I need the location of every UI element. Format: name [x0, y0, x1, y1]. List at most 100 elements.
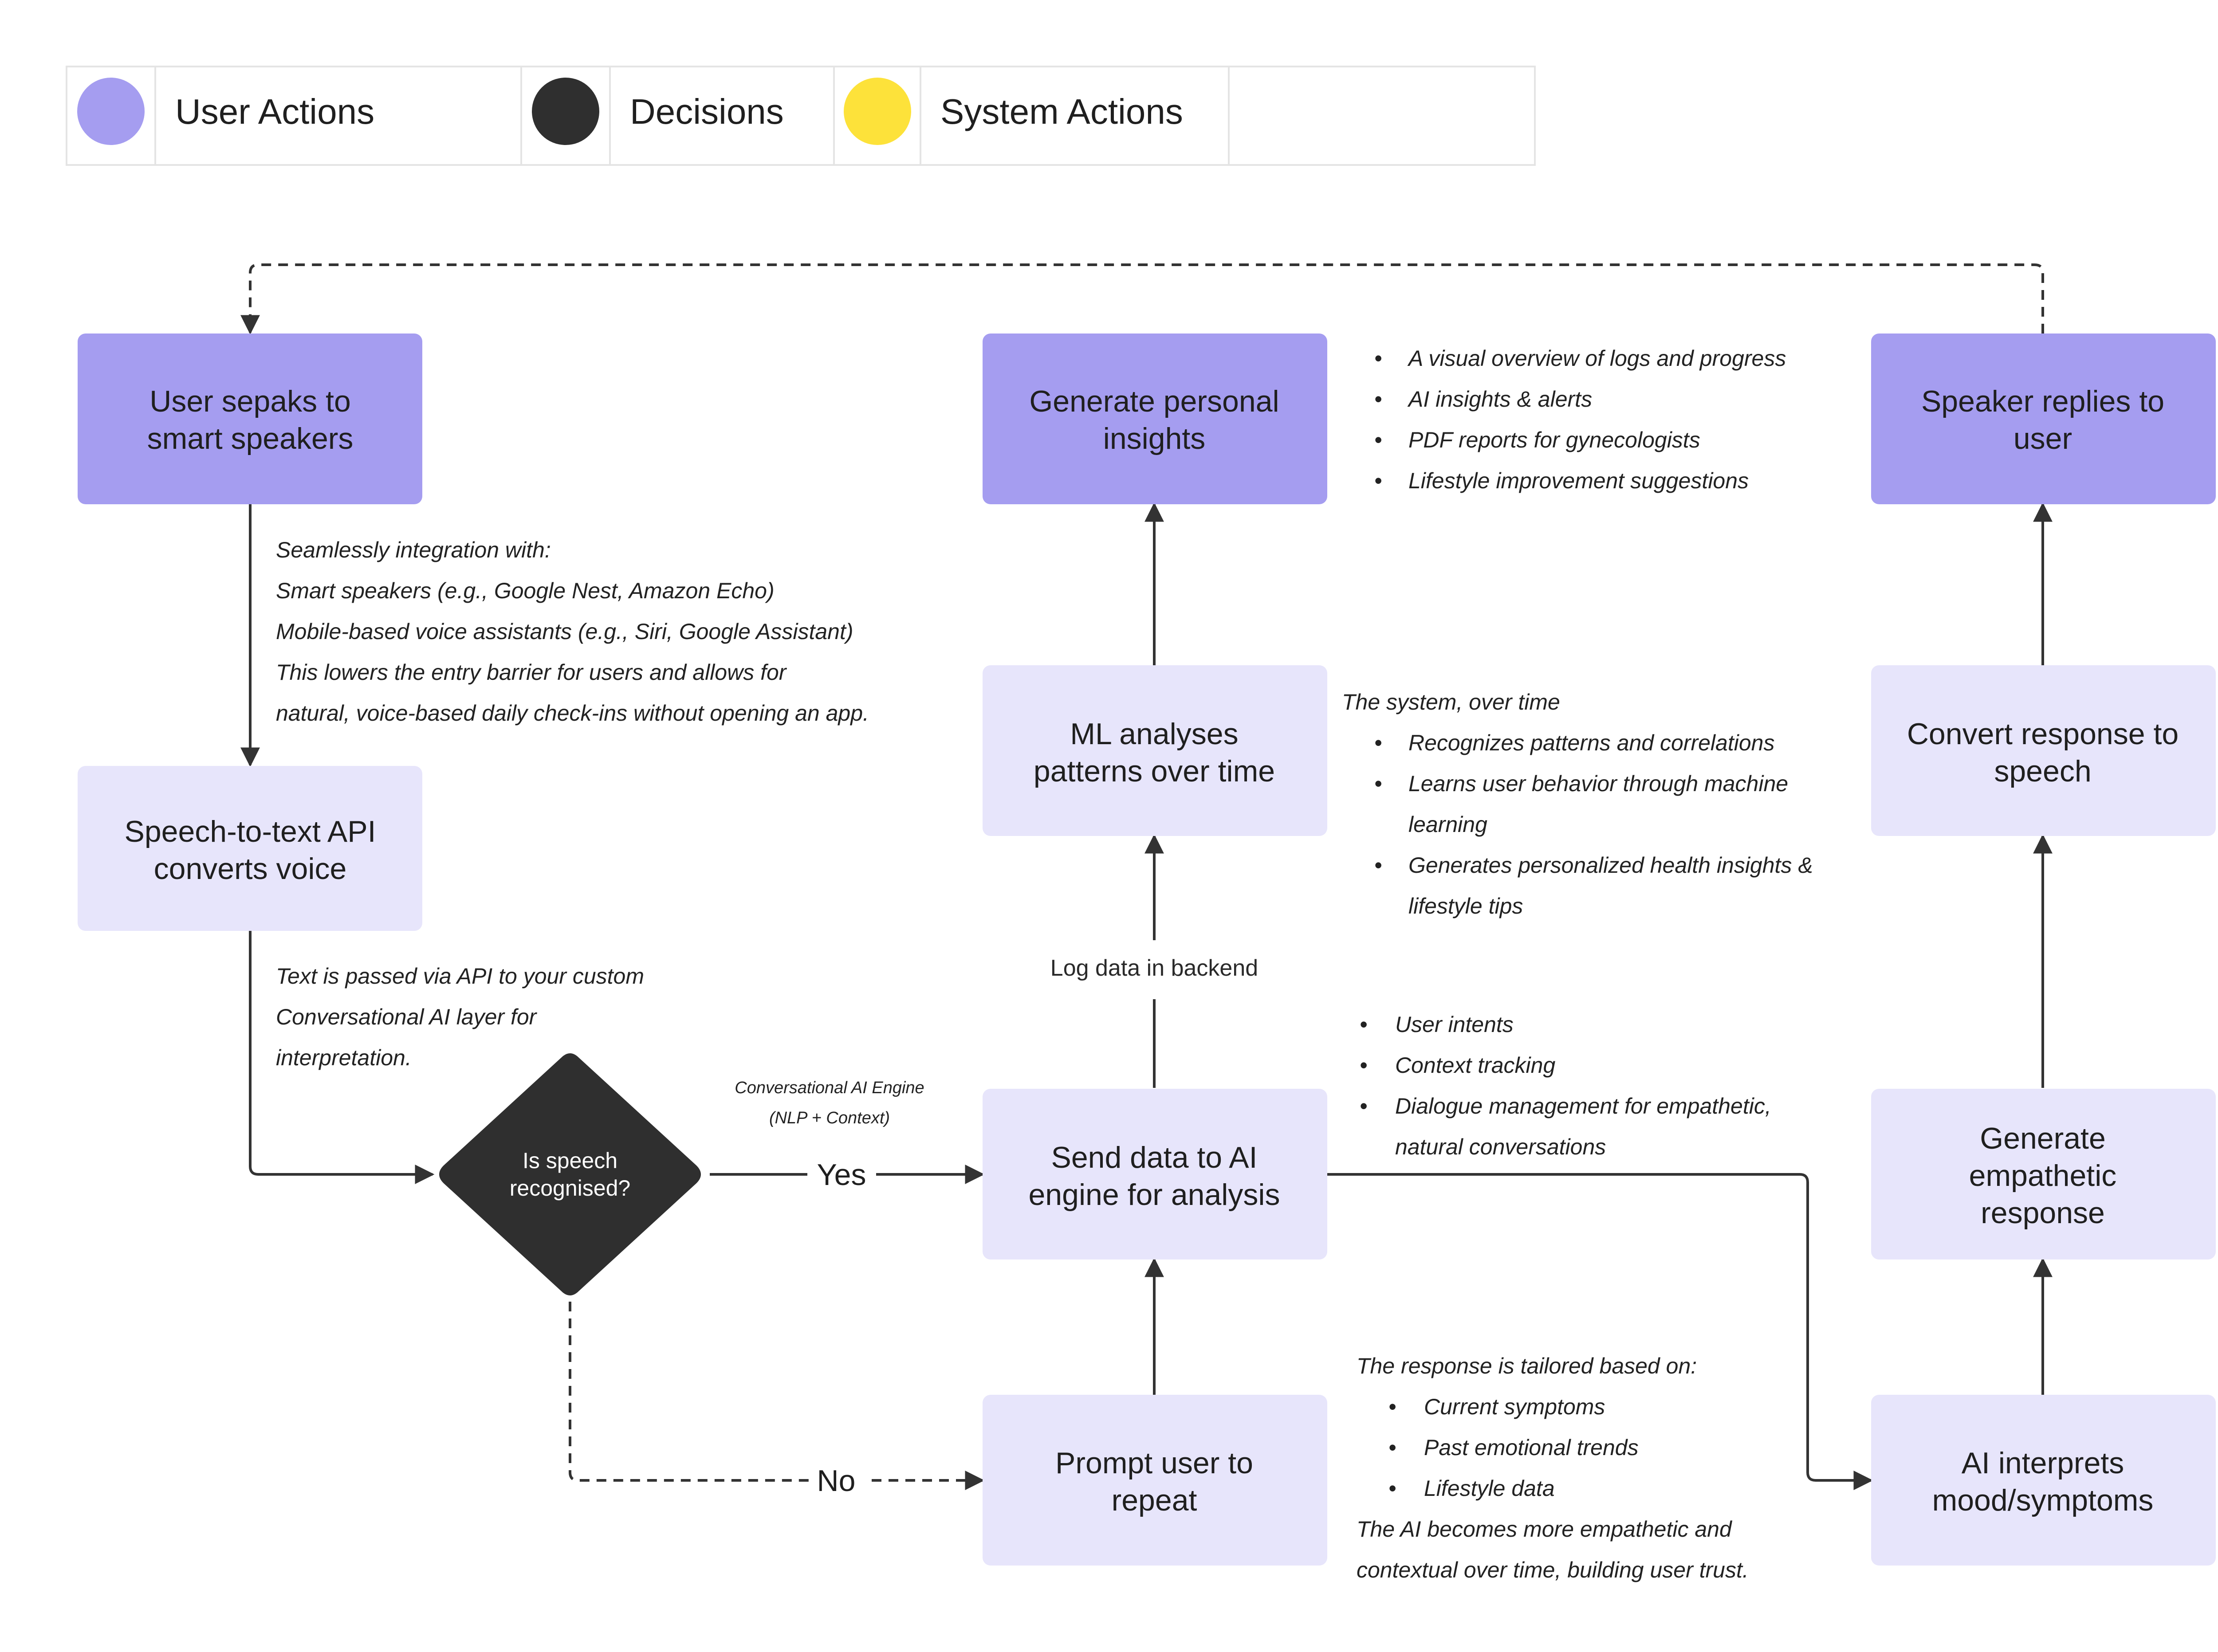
note-insights-item-2: AI insights & alerts: [1407, 387, 1592, 412]
svg-text:•: •: [1374, 428, 1382, 452]
svg-text:•: •: [1374, 346, 1382, 371]
legend-frame: [66, 66, 1536, 166]
edge-label-log-data: Log data in backend: [1050, 955, 1258, 981]
node-send-data[interactable]: Send data to AI engine for analysis: [983, 1089, 1327, 1260]
node-generate-insights-line-1: Generate personal: [1029, 385, 1279, 418]
decision-diamond[interactable]: [439, 1053, 701, 1295]
legend-label-decisions: Decisions: [630, 92, 784, 131]
note-text-passed: Text is passed via API to your custom Co…: [276, 964, 644, 1070]
note-system-over-time: The system, over time • Recognizes patte…: [1342, 690, 1813, 918]
node-convert-response-box[interactable]: [1871, 665, 2216, 836]
edges: [240, 263, 2053, 1490]
decision-line-1: Is speech: [523, 1148, 617, 1173]
edge-feedback-loop: [240, 263, 2044, 335]
note-tailored-outro-2: contextual over time, building user trus…: [1357, 1558, 1749, 1582]
node-speech-to-text-line-2: converts voice: [154, 852, 347, 886]
note-integration-line-2: Smart speakers (e.g., Google Nest, Amazo…: [276, 578, 775, 603]
node-user-speaks[interactable]: User sepaks to smart speakers: [78, 334, 422, 504]
node-prompt-repeat-line-2: repeat: [1112, 1483, 1197, 1517]
node-ai-interprets-line-2: mood/symptoms: [1932, 1483, 2154, 1517]
decision-line-2: recognised?: [510, 1176, 630, 1201]
note-intents-item-2: Context tracking: [1395, 1053, 1555, 1078]
node-send-data-line-2: engine for analysis: [1028, 1178, 1280, 1212]
note-tailored-item-1: Current symptoms: [1424, 1394, 1605, 1419]
note-integration: Seamlessly integration with: Smart speak…: [276, 538, 869, 726]
node-user-speaks-line-1: User sepaks to: [149, 385, 351, 418]
node-speaker-replies-line-2: user: [2014, 422, 2072, 455]
node-speaker-replies[interactable]: Speaker replies to user: [1871, 334, 2216, 504]
svg-text:•: •: [1360, 1053, 1368, 1078]
legend-swatch-system-actions: [844, 78, 911, 145]
note-intents-item-3a: Dialogue management for empathetic,: [1395, 1094, 1771, 1118]
note-insights-list: • A visual overview of logs and progress…: [1374, 346, 1786, 493]
note-system-item-2a: Learns user behavior through machine: [1408, 771, 1788, 796]
edge-stt-to-decision: [249, 931, 435, 1184]
svg-text:•: •: [1374, 730, 1382, 755]
node-prompt-repeat-box[interactable]: [983, 1395, 1327, 1566]
legend-label-system-actions: System Actions: [940, 92, 1183, 131]
edge-label-no: No: [817, 1464, 856, 1498]
node-ml-analyses-box[interactable]: [983, 665, 1327, 836]
legend: User Actions Decisions System Actions: [66, 66, 1536, 166]
note-system-intro: The system, over time: [1342, 690, 1560, 714]
edge-label-yes: Yes: [817, 1158, 866, 1192]
node-ai-interprets-box[interactable]: [1871, 1395, 2216, 1566]
note-tailored-outro-1: The AI becomes more empathetic and: [1357, 1517, 1733, 1542]
node-ml-analyses[interactable]: ML analyses patterns over time: [983, 665, 1327, 836]
node-user-speaks-box[interactable]: [78, 334, 422, 504]
svg-text:•: •: [1374, 771, 1382, 796]
svg-text:•: •: [1360, 1094, 1368, 1118]
edge-send-to-interpret: [1325, 1173, 1873, 1490]
svg-text:•: •: [1360, 1012, 1368, 1037]
node-speech-to-text-box[interactable]: [78, 766, 422, 931]
note-intents-item-3b: natural conversations: [1395, 1134, 1606, 1159]
node-ai-interprets-line-1: AI interprets: [1962, 1446, 2124, 1480]
svg-text:•: •: [1374, 853, 1382, 878]
node-convert-response[interactable]: Convert response to speech: [1871, 665, 2216, 836]
node-speaker-replies-box[interactable]: [1871, 334, 2216, 504]
note-insights-item-3: PDF reports for gynecologists: [1408, 428, 1700, 452]
node-prompt-repeat[interactable]: Prompt user to repeat: [983, 1395, 1327, 1566]
note-tailored-item-3: Lifestyle data: [1424, 1476, 1555, 1501]
note-system-item-3b: lifestyle tips: [1408, 894, 1523, 918]
node-generate-empathetic[interactable]: Generate empathetic response: [1871, 1089, 2216, 1260]
node-ai-interprets[interactable]: AI interprets mood/symptoms: [1871, 1395, 2216, 1566]
node-send-data-box[interactable]: [983, 1089, 1327, 1260]
node-generate-insights[interactable]: Generate personal insights: [983, 334, 1327, 504]
node-ml-analyses-line-2: patterns over time: [1034, 754, 1275, 788]
node-generate-empathetic-line-1: Generate: [1980, 1122, 2106, 1155]
svg-text:•: •: [1374, 468, 1382, 493]
legend-swatch-decisions: [532, 78, 599, 145]
node-generate-empathetic-line-3: response: [1981, 1196, 2105, 1230]
svg-text:•: •: [1388, 1435, 1396, 1460]
node-convert-response-line-1: Convert response to: [1907, 717, 2179, 751]
svg-text:•: •: [1388, 1394, 1396, 1419]
note-integration-line-4: This lowers the entry barrier for users …: [276, 660, 787, 685]
legend-label-user-actions: User Actions: [175, 92, 374, 131]
note-insights-item-4: Lifestyle improvement suggestions: [1408, 468, 1749, 493]
note-intents-item-1: User intents: [1395, 1012, 1514, 1037]
node-generate-empathetic-box[interactable]: [1871, 1089, 2216, 1260]
legend-swatch-user-actions: [77, 78, 145, 145]
svg-text:•: •: [1388, 1476, 1396, 1501]
note-tailored: The response is tailored based on: • Cur…: [1357, 1354, 1749, 1582]
note-system-item-3a: Generates personalized health insights &: [1408, 853, 1813, 878]
node-send-data-line-1: Send data to AI: [1051, 1141, 1257, 1174]
note-text-passed-line-1: Text is passed via API to your custom: [276, 964, 644, 989]
node-generate-empathetic-line-2: empathetic: [1969, 1159, 2117, 1193]
node-generate-insights-box[interactable]: [983, 334, 1327, 504]
edge-label-engine-line-2: (NLP + Context): [769, 1109, 890, 1127]
svg-text:•: •: [1374, 387, 1382, 412]
note-intents: • User intents • Context tracking • Dial…: [1360, 1012, 1771, 1159]
note-text-passed-line-3: interpretation.: [276, 1045, 412, 1070]
node-decision[interactable]: Is speech recognised?: [439, 1053, 701, 1295]
note-system-item-1: Recognizes patterns and correlations: [1408, 730, 1774, 755]
node-speech-to-text-line-1: Speech-to-text API: [125, 815, 376, 848]
note-insights-item-1: A visual overview of logs and progress: [1407, 346, 1786, 371]
note-integration-line-3: Mobile-based voice assistants (e.g., Sir…: [276, 619, 853, 644]
node-speaker-replies-line-1: Speaker replies to: [1921, 385, 2164, 418]
node-speech-to-text[interactable]: Speech-to-text API converts voice: [78, 766, 422, 931]
note-text-passed-line-2: Conversational AI layer for: [276, 1005, 538, 1029]
note-system-item-2b: learning: [1408, 812, 1487, 837]
